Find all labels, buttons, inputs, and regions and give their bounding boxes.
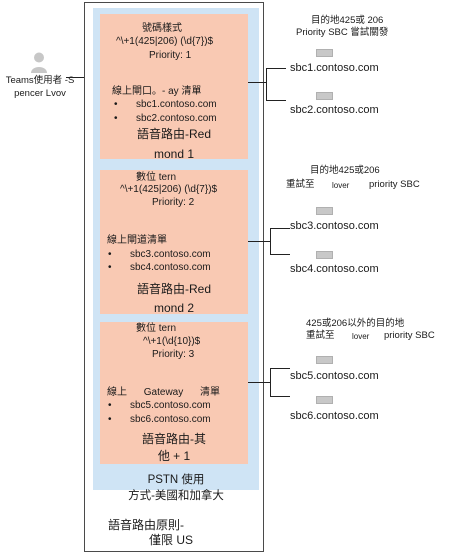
- branch-sbc3: [270, 228, 290, 229]
- sbc1-label: sbc1.contoso.com: [290, 62, 379, 74]
- route-2-gateway-label: 線上閘道清單: [107, 235, 167, 246]
- sbc4-gateway-icon: [316, 251, 333, 259]
- sbc6-label: sbc6.contoso.com: [290, 410, 379, 422]
- route-1-name-line1: 語音路由-Red: [136, 127, 211, 141]
- sbc5-label: sbc5.contoso.com: [290, 370, 379, 382]
- user-label-line2: pencer Lvov: [14, 88, 66, 99]
- note-3-line1: 425或206以外的目的地: [306, 318, 405, 329]
- route-3-gateway-1: sbc5.contoso.com: [108, 400, 211, 412]
- route-2-name-line2: mond 2: [153, 301, 195, 315]
- user-icon: [30, 52, 48, 79]
- route-1-gateway-1: sbc1.contoso.com: [114, 99, 217, 111]
- route-3-pattern-label: 數位 tern: [136, 323, 177, 334]
- route-3-pattern: ^\+1(\d{10})$: [143, 336, 201, 347]
- sbc6-gateway-icon: [316, 396, 333, 404]
- note-3-priority: priority SBC: [384, 330, 435, 341]
- note-3-retry: 重試至: [306, 330, 335, 341]
- note-2-retry: 重試至: [286, 179, 315, 190]
- route-3-gateway-label: 線上 Gateway 清單: [107, 387, 221, 398]
- sbc3-gateway-icon: [316, 207, 333, 215]
- route-2-name-line1: 語音路由-Red: [136, 282, 211, 296]
- branch-sbc5: [270, 368, 290, 369]
- note-1-line2: Priority SBC 嘗試關發: [296, 27, 389, 38]
- note-3-lover: lover: [352, 332, 370, 341]
- route-3-name-line1: 語音路由-其: [142, 432, 206, 446]
- sbc5-gateway-icon: [316, 356, 333, 364]
- route-2-pattern: ^\+1(425|206) (\d{7})$: [120, 184, 218, 195]
- route-3-branch: [270, 368, 271, 396]
- route-2-gateway-1: sbc3.contoso.com: [108, 249, 211, 261]
- policy-title-line2: 僅限 US: [149, 533, 194, 547]
- user-connector: [66, 77, 84, 78]
- route-3-gateway-2: sbc6.contoso.com: [108, 414, 211, 426]
- branch-sbc1: [266, 68, 286, 69]
- route-1-priority: Priority: 1: [149, 50, 192, 61]
- pstn-usage-line1: PSTN 使用: [147, 474, 205, 486]
- voice-route-3: [100, 322, 248, 464]
- sbc2-label: sbc2.contoso.com: [290, 104, 379, 116]
- voice-route-2: [100, 170, 248, 314]
- note-2-line1: 目的地425或206: [310, 165, 380, 176]
- route-2-gateway-2: sbc4.contoso.com: [108, 262, 211, 274]
- branch-sbc4: [270, 254, 290, 255]
- user-label-line1: Teams使用者 -S: [5, 75, 75, 86]
- route-2-connector: [248, 241, 270, 242]
- voice-route-1: [100, 14, 248, 159]
- route-1-name-line2: mond 1: [153, 147, 195, 161]
- note-1-line1: 目的地425或 206: [311, 15, 384, 26]
- route-1-pattern: ^\+1(425|206) (\d{7})$: [116, 36, 214, 47]
- note-2-lover: lover: [332, 181, 350, 190]
- route-1-pattern-label: 號碼樣式: [142, 23, 182, 34]
- route-2-branch: [270, 228, 271, 254]
- sbc3-label: sbc3.contoso.com: [290, 220, 379, 232]
- sbc2-gateway-icon: [316, 92, 333, 100]
- route-3-name-line2: 他 + 1: [157, 449, 191, 463]
- route-1-gateway-label: 線上閘口。- ay 清單: [112, 86, 202, 97]
- branch-sbc6: [270, 396, 290, 397]
- route-1-gateway-2: sbc2.contoso.com: [114, 113, 217, 125]
- note-2-priority: priority SBC: [369, 179, 420, 190]
- sbc1-gateway-icon: [316, 49, 333, 57]
- route-1-connector: [248, 82, 266, 83]
- route-2-pattern-label: 數位 tern: [136, 172, 177, 183]
- sbc4-label: sbc4.contoso.com: [290, 263, 379, 275]
- route-3-priority: Priority: 3: [152, 349, 195, 360]
- route-1-branch: [266, 68, 267, 100]
- pstn-usage-line2: 方式-美國和加拿大: [128, 490, 224, 502]
- route-2-priority: Priority: 2: [152, 197, 195, 208]
- branch-sbc2: [266, 100, 286, 101]
- policy-title-line1: 語音路由原則-: [108, 518, 184, 532]
- route-3-connector: [248, 382, 270, 383]
